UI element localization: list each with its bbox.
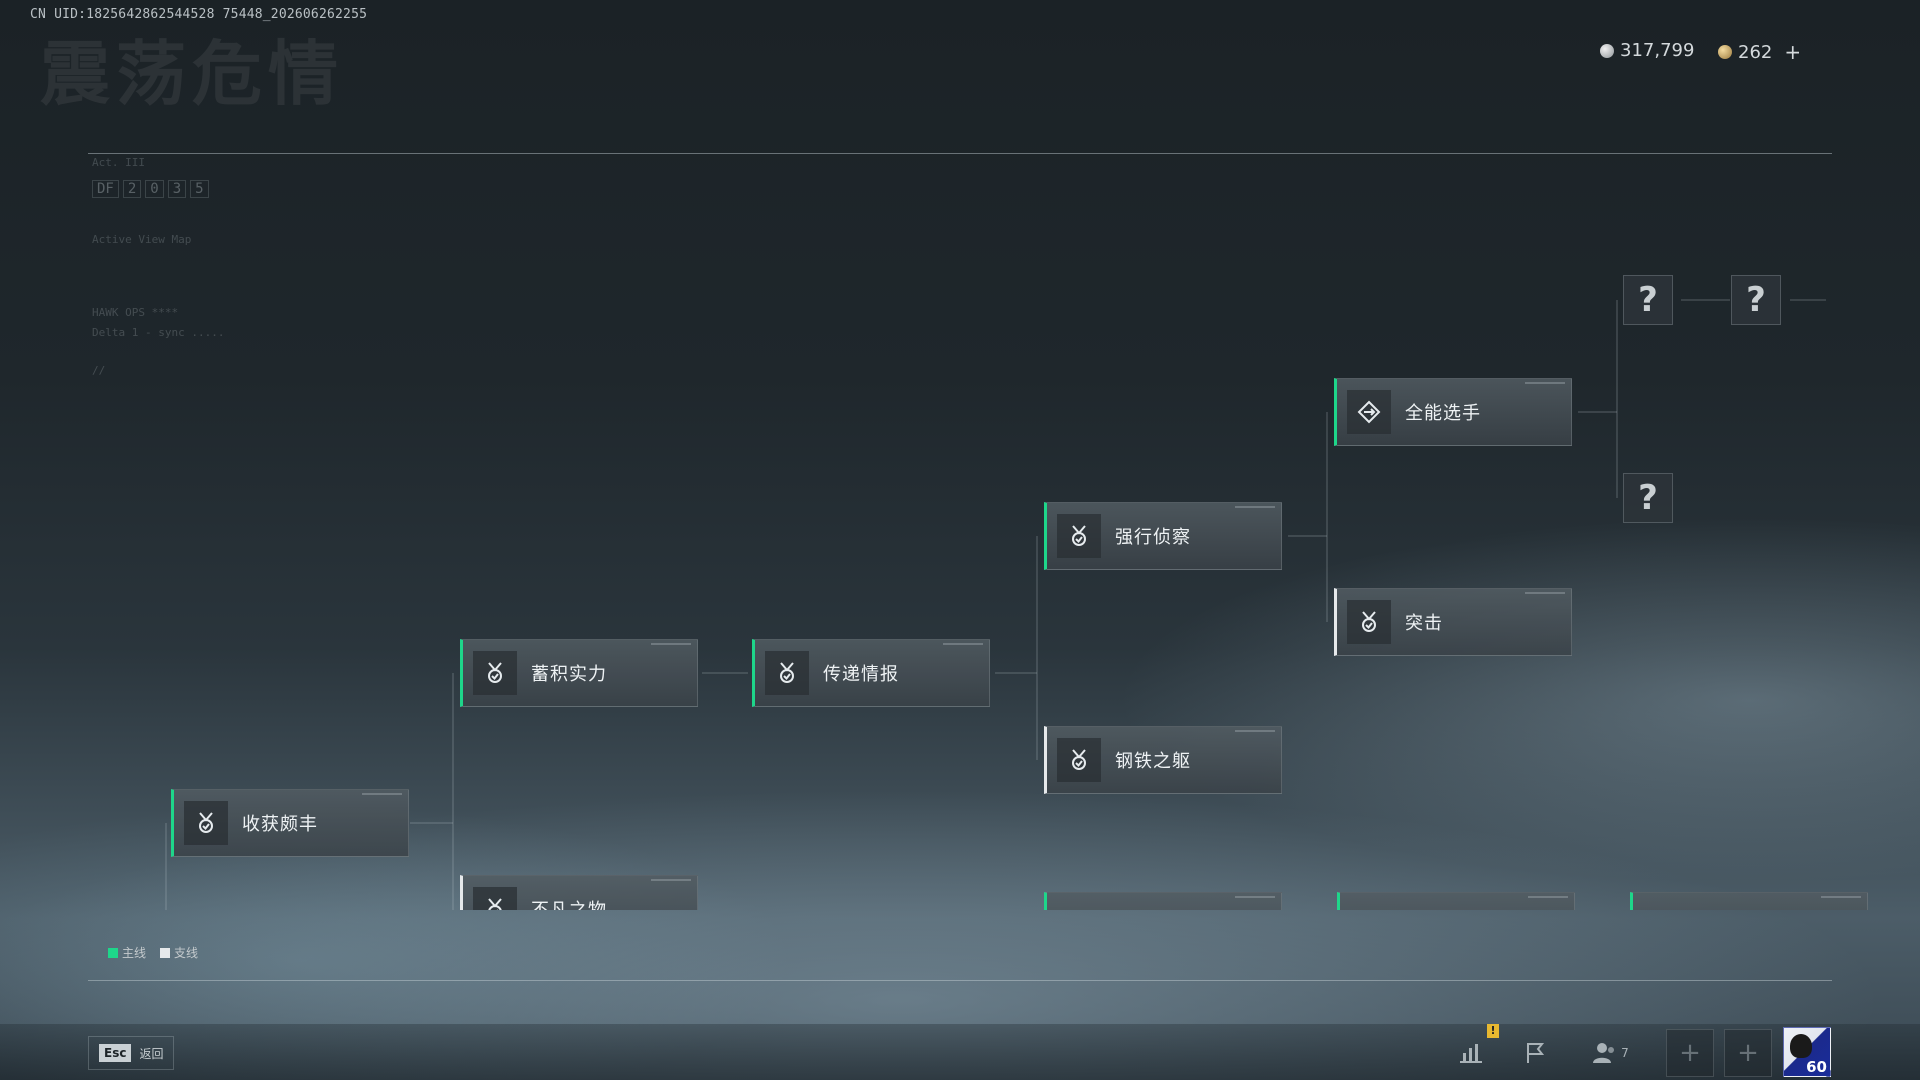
task-label: 不凡之物 [531, 896, 607, 910]
gold-coin-icon [1718, 45, 1732, 59]
task-label: 突击 [1405, 613, 1443, 634]
esc-key-icon: Esc [99, 1044, 132, 1062]
task-node-extraordinary[interactable]: 不凡之物 [460, 875, 698, 910]
silver-currency: 317,799 [1600, 40, 1694, 61]
medal-icon [765, 651, 809, 695]
medal-icon [473, 651, 517, 695]
task-node-harvest[interactable]: 收获颇丰 [171, 789, 409, 857]
task-tree: 收获颇丰 蓄积实力 传递情报 强行侦察 钢铁之躯 全能选手 突击 [165, 275, 1868, 910]
diamond-arrow-icon [1347, 390, 1391, 434]
gold-value: 262 [1738, 41, 1773, 63]
silver-value: 317,799 [1620, 40, 1695, 61]
legend-main: 主线 [108, 944, 146, 961]
task-node-assault[interactable]: 突击 [1334, 588, 1572, 656]
task-label: 强行侦察 [1115, 527, 1191, 548]
silver-coin-icon [1600, 43, 1614, 58]
tree-connectors [165, 299, 1826, 910]
locked-task-unknown-2[interactable]: ? [1731, 275, 1781, 325]
panel-deco-map: Active View Map [92, 233, 192, 246]
task-tree-panel [88, 153, 1832, 981]
gold-currency: 262 + [1718, 40, 1801, 64]
task-label: 收获颇丰 [242, 814, 318, 835]
warning-badge: ! [1487, 1024, 1499, 1038]
panel-deco-slash: // [92, 364, 106, 377]
player-level: 60 [1806, 1058, 1827, 1076]
task-node-recon[interactable]: 强行侦察 [1044, 502, 1282, 570]
locked-task-unknown-3[interactable]: ? [1623, 473, 1673, 523]
medal-icon [473, 887, 517, 910]
task-node-allround[interactable]: 全能选手 [1334, 378, 1572, 446]
task-node-hidden-2[interactable] [1337, 892, 1575, 910]
empty-slot-2[interactable]: + [1724, 1029, 1772, 1077]
medal-icon [1347, 600, 1391, 644]
flag-icon[interactable] [1520, 1036, 1550, 1070]
task-node-hidden-1[interactable] [1044, 892, 1282, 910]
df-code-row: DF 2 0 3 5 [92, 180, 209, 198]
player-uid: CN UID:1825642862544528 75448_2026062622… [30, 7, 368, 22]
panel-deco-act: Act. III [92, 156, 145, 169]
back-button[interactable]: Esc 返回 [88, 1036, 175, 1070]
medal-icon [1057, 514, 1101, 558]
squad-button[interactable]: 7 [1588, 1036, 1632, 1070]
task-label: 钢铁之躯 [1115, 751, 1191, 772]
squad-count: 7 [1621, 1046, 1629, 1060]
locked-task-unknown-1[interactable]: ? [1623, 275, 1673, 325]
line-legend: 主线 支线 [108, 944, 198, 961]
main-line-swatch [108, 947, 118, 958]
side-line-swatch [160, 947, 171, 958]
task-node-accumulate[interactable]: 蓄积实力 [460, 639, 698, 707]
stats-icon[interactable] [1456, 1036, 1486, 1070]
panel-deco-ops: HAWK OPS **** [92, 306, 179, 319]
medal-icon [1057, 738, 1101, 782]
task-node-transfer[interactable]: 传递情报 [752, 639, 990, 707]
task-label: 传递情报 [823, 664, 899, 685]
task-node-steel[interactable]: 钢铁之躯 [1044, 726, 1282, 794]
medal-icon [184, 801, 228, 845]
task-node-hidden-3[interactable] [1630, 892, 1868, 910]
empty-slot-1[interactable]: + [1666, 1029, 1714, 1077]
task-label: 蓄积实力 [531, 664, 607, 685]
avatar-portrait [1790, 1034, 1812, 1058]
player-avatar[interactable]: 60 [1783, 1027, 1831, 1077]
bottom-bar [0, 1024, 1920, 1080]
add-currency-button[interactable]: + [1784, 40, 1802, 64]
task-label: 全能选手 [1405, 403, 1481, 424]
squad-icon [1593, 1043, 1615, 1063]
back-label: 返回 [139, 1046, 164, 1061]
event-title: 震荡危情 [40, 32, 344, 115]
panel-deco-sync: Delta 1 - sync ..... [92, 326, 225, 339]
legend-side: 支线 [160, 944, 198, 961]
